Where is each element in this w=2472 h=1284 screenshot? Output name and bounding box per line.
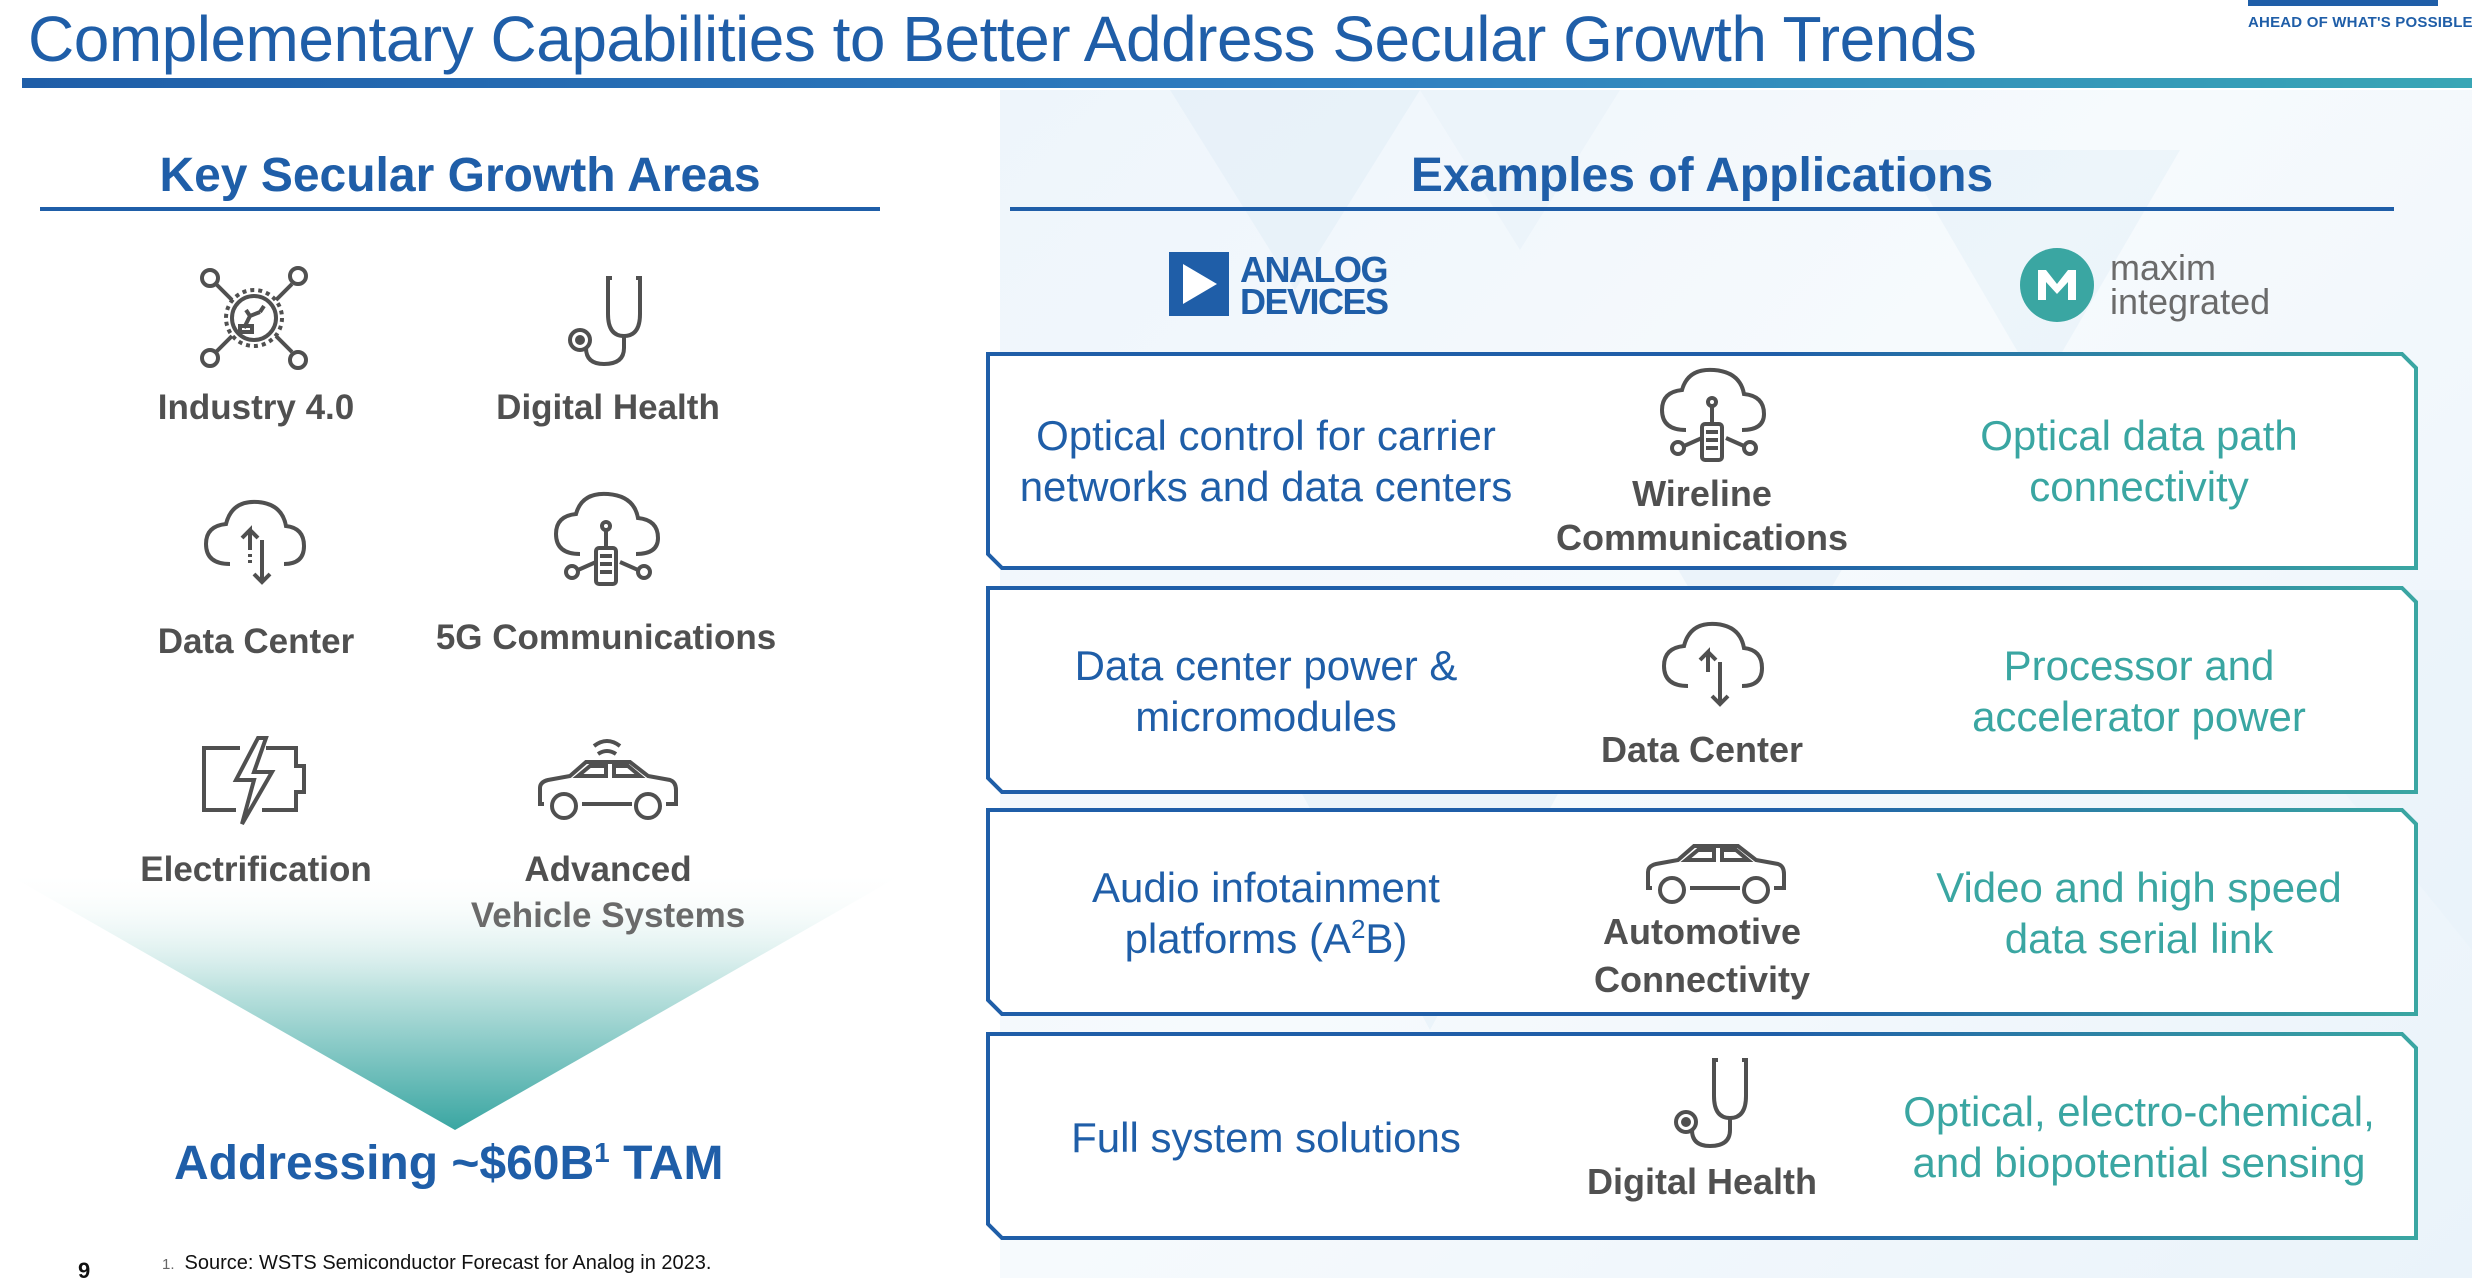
- cloud-arrows-icon: [200, 492, 310, 592]
- row-frame: [986, 808, 2418, 1016]
- area-label-industry: Industry 4.0: [157, 388, 355, 427]
- application-category-label: Data Center: [1600, 729, 1804, 770]
- adi-application-text: Data center power &micromodules: [1074, 642, 1458, 740]
- right-heading: Examples of Applications: [1410, 149, 1994, 202]
- maxim-application-text: Optical, electro-chemical,and biopotenti…: [1903, 1088, 2375, 1186]
- application-row-digital-health: Full system solutions Digital Health Opt…: [986, 1032, 2418, 1240]
- area-label-digital-health: Digital Health: [496, 388, 720, 427]
- cloud-phone-network-icon: [550, 490, 664, 594]
- maxim-integrated-logo-icon: [2020, 248, 2094, 322]
- row-frame: [986, 1032, 2418, 1240]
- tam-statement: Addressing ~$60B1 TAM: [174, 1137, 724, 1190]
- title-underline: [22, 78, 2472, 88]
- company-logo-bar: [2248, 0, 2438, 6]
- application-row-data-center: Data center power &micromodules Data Cen…: [986, 586, 2418, 794]
- battery-lightning-icon: [196, 736, 312, 826]
- area-label-data-center: Data Center: [157, 622, 355, 661]
- company-tagline: AHEAD OF WHAT'S POSSIBLE™: [2248, 14, 2472, 31]
- analog-devices-logo-icon: [1169, 252, 1229, 316]
- car-icon: [1642, 828, 1788, 908]
- maxim-logo-line2: integrated: [2110, 281, 2271, 322]
- maxim-logo-line1: maxim: [2110, 247, 2216, 288]
- stethoscope-icon: [564, 274, 648, 366]
- tam-funnel-shape: [0, 870, 910, 1130]
- area-label-electrification: Electrification: [140, 850, 372, 889]
- application-category-label: Digital Health: [1586, 1161, 1818, 1202]
- connected-car-icon: [534, 734, 680, 824]
- area-label-vehicle-line1: Advanced: [524, 850, 692, 889]
- footnote: 1.Source: WSTS Semiconductor Forecast fo…: [162, 1252, 712, 1274]
- right-heading-underline: [1010, 207, 2394, 211]
- left-heading-underline: [40, 207, 880, 211]
- robot-arm-network-icon: [198, 262, 310, 374]
- row-frame: [986, 586, 2418, 794]
- adi-application-text: Full system solutions: [1071, 1114, 1461, 1161]
- slide-title: Complementary Capabilities to Better Add…: [28, 3, 1977, 75]
- adi-logo-line2: DEVICES: [1240, 281, 1389, 322]
- cloud-phone-network-icon: [1656, 366, 1770, 470]
- area-label-vehicle-line2: Vehicle Systems: [470, 896, 746, 935]
- page-number: 9: [78, 1258, 91, 1283]
- area-label-5g: 5G Communications: [435, 618, 777, 657]
- left-heading: Key Secular Growth Areas: [159, 149, 761, 202]
- stethoscope-icon: [1670, 1056, 1754, 1148]
- cloud-arrows-icon: [1658, 614, 1768, 714]
- adi-logo-line1: ANALOG: [1240, 249, 1389, 290]
